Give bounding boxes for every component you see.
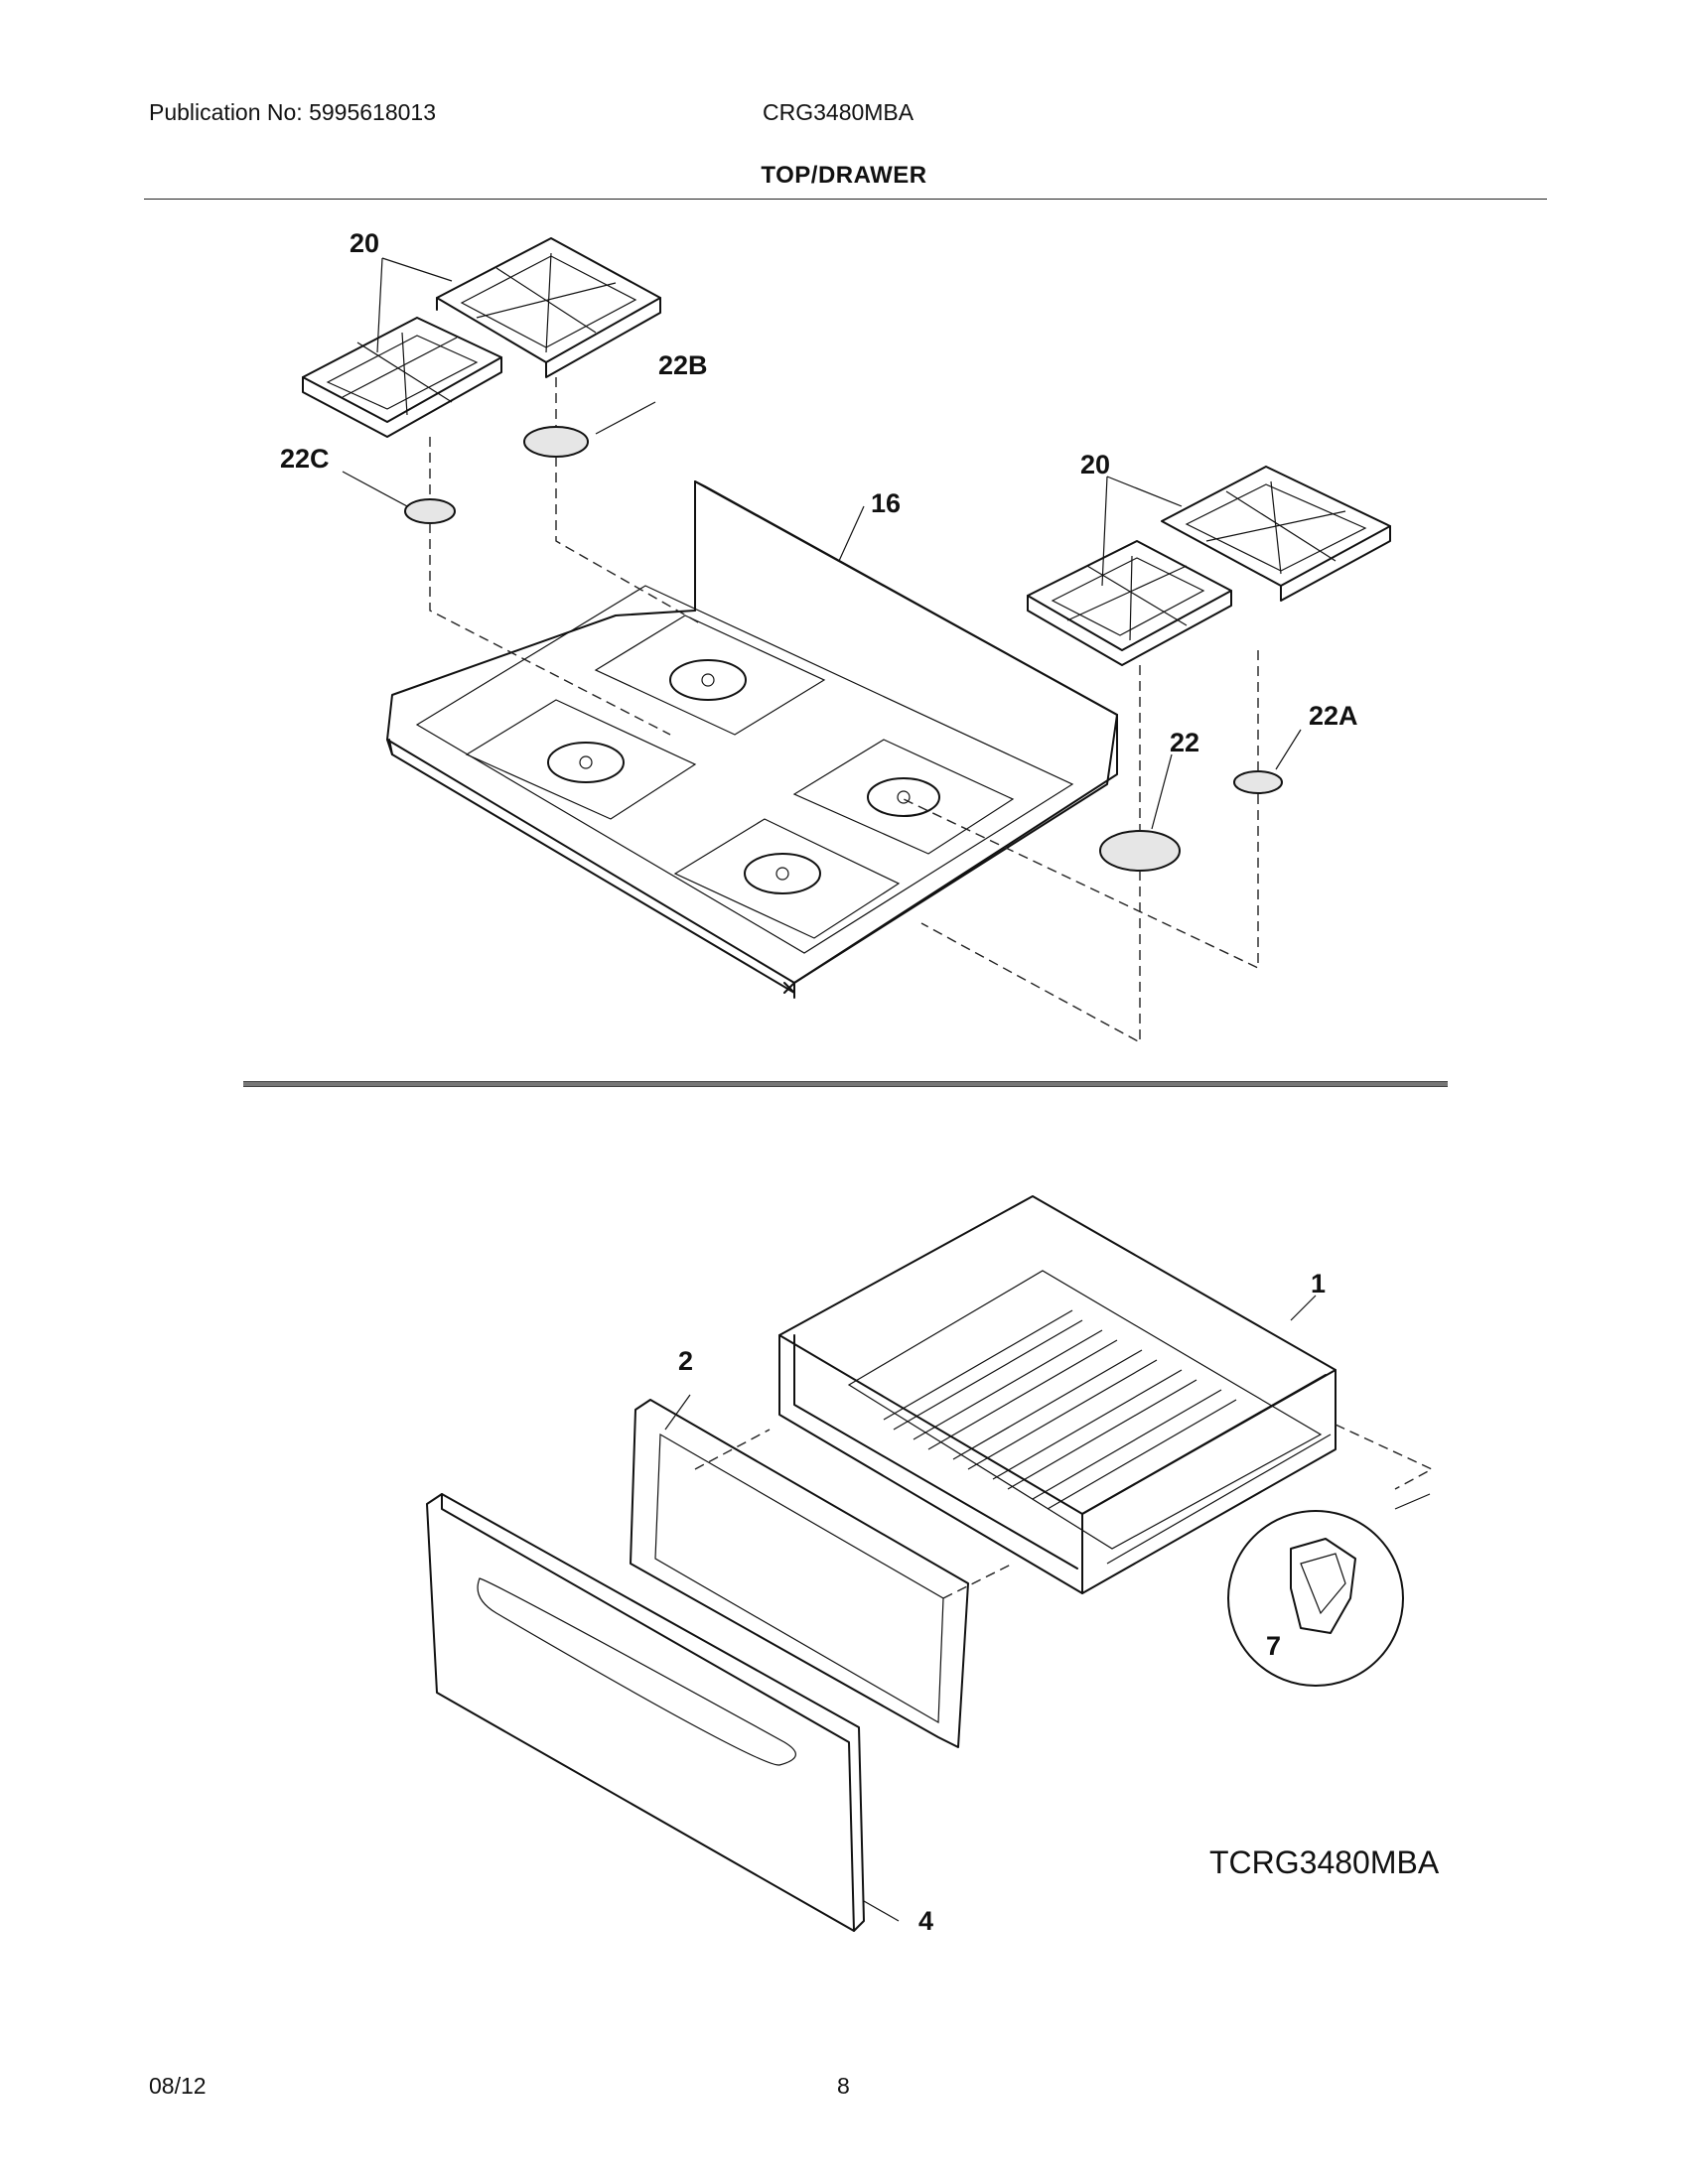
section-title: TOP/DRAWER [761,162,927,189]
section-divider [243,1081,1448,1087]
callout-22c: 22C [280,444,330,474]
drawer-exploded-view [426,1195,1434,1932]
model-number: CRG3480MBA [763,99,914,125]
callout-22a: 22A [1309,701,1358,731]
drawer-body [778,1195,1336,1594]
callout-2: 2 [678,1346,694,1376]
grate-pair-left [302,237,661,438]
grate-pair-right [1027,466,1391,666]
drawer-clip-detail [1227,1493,1431,1687]
callout-4: 4 [918,1906,934,1936]
cooktop-panel [386,480,1118,999]
footer-date: 08/12 [149,2073,207,2099]
callout-7: 7 [1266,1631,1282,1661]
callout-16: 16 [871,488,902,518]
page-number: 8 [837,2073,850,2099]
callout-1: 1 [1311,1269,1327,1298]
callout-20-left: 20 [350,228,380,258]
publication-number: Publication No: 5995618013 [149,99,437,125]
callout-20-right: 20 [1080,450,1111,479]
cooktop-exploded-view [302,237,1391,1044]
drawer-front [426,1493,865,1932]
drawer-frame [630,1399,969,1748]
header-rule [144,199,1547,200]
diagram-code: TCRG3480MBA [1209,1844,1440,1880]
callout-22: 22 [1170,728,1200,757]
callout-22b: 22B [658,350,708,380]
